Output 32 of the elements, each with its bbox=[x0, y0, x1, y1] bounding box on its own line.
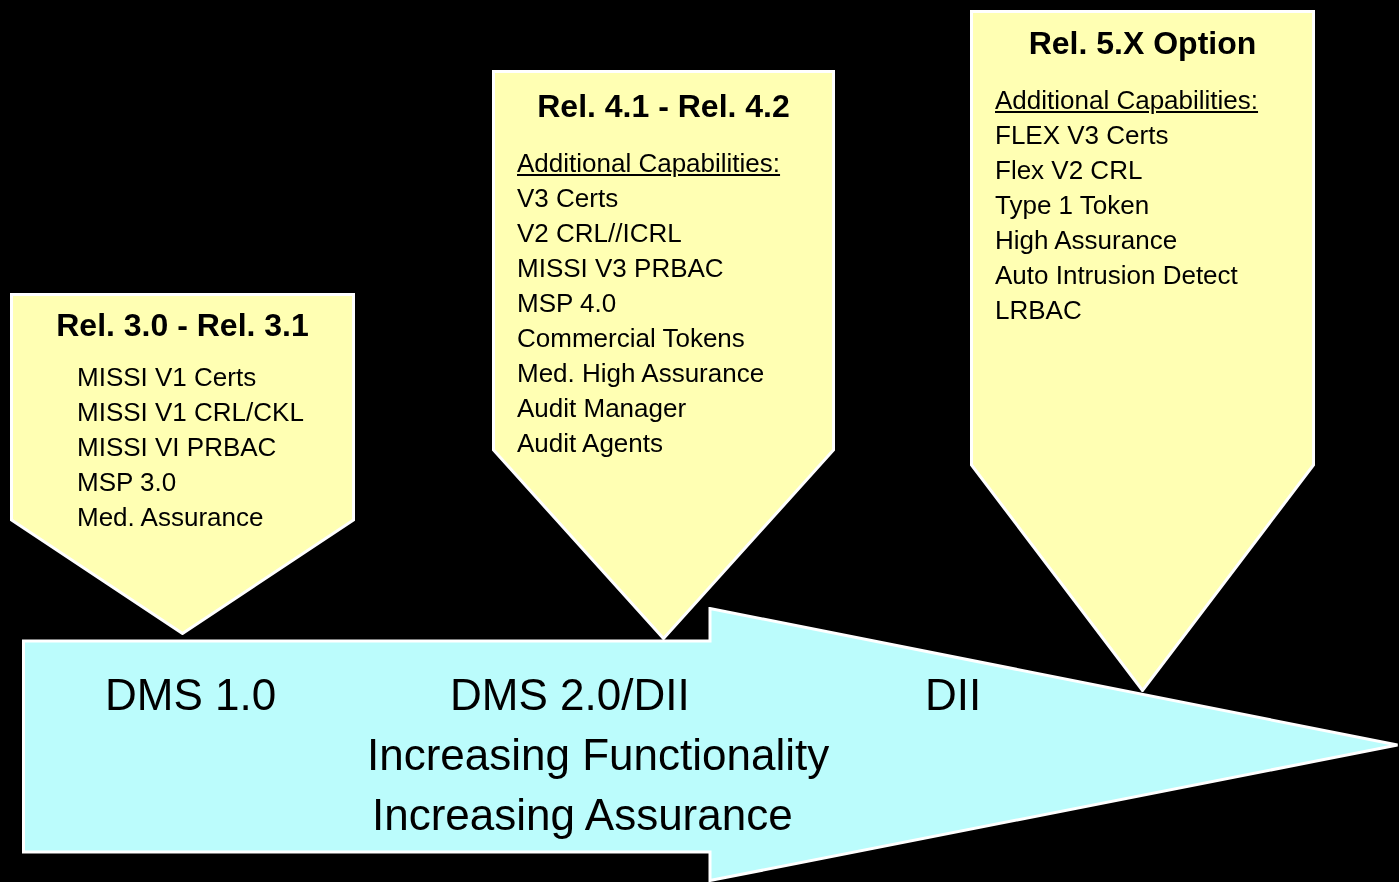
capability-item: MISSI VI PRBAC bbox=[77, 431, 277, 464]
capability-item: Type 1 Token bbox=[995, 189, 1150, 222]
capability-item: MSP 3.0 bbox=[77, 466, 177, 499]
capability-item: V3 Certs bbox=[517, 182, 619, 215]
axis-caption: Increasing Functionality bbox=[367, 730, 830, 780]
capability-item: Audit Agents bbox=[517, 427, 663, 460]
release-heading: Rel. 5.X Option bbox=[1027, 25, 1258, 62]
capability-item: MISSI V1 CRL/CKL bbox=[77, 396, 304, 429]
capability-item: MSP 4.0 bbox=[517, 287, 617, 320]
stage-label: DMS 1.0 bbox=[105, 670, 277, 720]
timeline-arrow bbox=[22, 607, 1399, 882]
capability-item: High Assurance bbox=[995, 224, 1178, 257]
capability-item: MISSI V1 Certs bbox=[77, 361, 257, 394]
capability-item: Commercial Tokens bbox=[517, 322, 745, 355]
capability-item: Auto Intrusion Detect bbox=[995, 259, 1238, 292]
stage-label: DII bbox=[925, 670, 982, 720]
capability-item: Flex V2 CRL bbox=[995, 154, 1143, 187]
capability-item: Med. Assurance bbox=[77, 501, 264, 534]
stage-label: DMS 2.0/DII bbox=[450, 670, 690, 720]
section-heading: Additional Capabilities: bbox=[995, 84, 1259, 117]
capability-item: Med. High Assurance bbox=[517, 357, 765, 390]
capability-item: V2 CRL//ICRL bbox=[517, 217, 682, 250]
callout-box bbox=[10, 293, 355, 635]
release-heading: Rel. 4.1 - Rel. 4.2 bbox=[536, 88, 791, 125]
capability-item: MISSI V3 PRBAC bbox=[517, 252, 724, 285]
axis-caption: Increasing Assurance bbox=[372, 790, 793, 840]
capability-item: FLEX V3 Certs bbox=[995, 119, 1169, 152]
capability-item: Audit Manager bbox=[517, 392, 687, 425]
capability-item: LRBAC bbox=[995, 294, 1082, 327]
release-heading: Rel. 3.0 - Rel. 3.1 bbox=[55, 307, 310, 344]
callout-box bbox=[492, 70, 835, 640]
section-heading: Additional Capabilities: bbox=[517, 147, 781, 180]
